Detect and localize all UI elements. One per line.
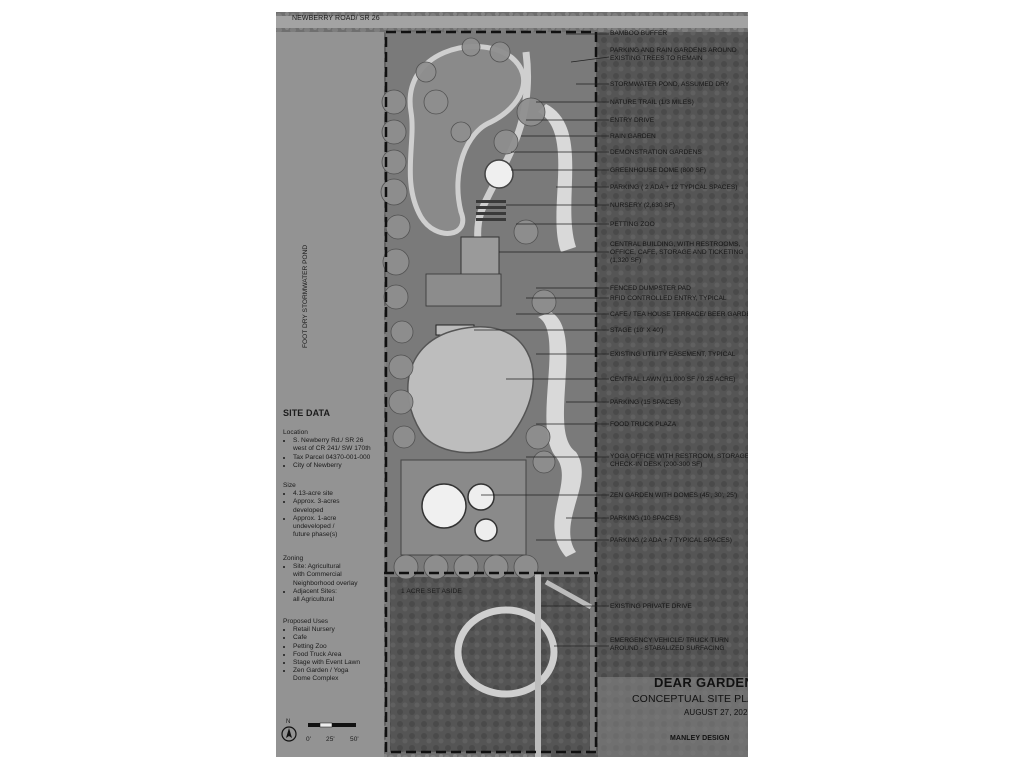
location-item: west of CR 241/ SW 170th — [293, 445, 371, 453]
callout-nature-trail: NATURE TRAIL (1/3 MILES) — [610, 99, 694, 106]
size-item: future phase(s) — [293, 531, 338, 539]
callout-turnaround: EMERGENCY VEHICLE/ TRUCK TURN AROUND - S… — [610, 637, 729, 652]
uses-item: Dome Complex — [293, 675, 339, 683]
scale-bar-white — [319, 722, 333, 728]
callout-food-truck-plaza: FOOD TRUCK PLAZA — [610, 421, 677, 428]
size-item: Approx. 1-acre — [293, 515, 340, 523]
callout-central-building: CENTRAL BUILDING, WITH RESTROOMS, OFFICE… — [610, 241, 744, 264]
uses-item: Food Truck Area — [293, 651, 360, 659]
callout-demonstration-gardens: DEMONSTRATION GARDENS — [610, 149, 702, 156]
scale-tick-0: 0' — [306, 736, 312, 743]
zen-dome-30 — [467, 483, 495, 511]
uses-item: Zen Garden / Yoga — [293, 667, 360, 675]
plan-date: AUGUST 27, 2021 — [684, 708, 748, 717]
north-arrow — [281, 726, 297, 742]
firm-name: MANLEY DESIGN — [670, 735, 730, 742]
callout-zen-garden: ZEN GARDEN WITH DOMES (45', 30', 25') — [610, 492, 738, 499]
callout-private-drive: EXISTING PRIVATE DRIVE — [610, 603, 692, 610]
road-label: NEWBERRY ROAD/ SR 26 — [292, 15, 380, 22]
zen-dome-25 — [474, 518, 498, 542]
site-data-location: Location S. Newberry Rd./ SR 26 west of … — [283, 429, 371, 470]
south-acre — [390, 577, 590, 752]
site-data-zoning: Zoning Site: Agricultural with Commercia… — [283, 555, 358, 604]
callout-cafe-terrace: CAFE / TEA HOUSE TERRACE/ BEER GARDEN — [610, 311, 748, 318]
callout-dumpster-pad: FENCED DUMPSTER PAD — [610, 285, 691, 292]
callout-stormwater-pond: STORMWATER POND, ASSUMED DRY — [610, 81, 730, 88]
zoning-item: with Commercial — [293, 571, 342, 579]
project-title: DEAR GARDEN — [654, 675, 748, 690]
location-item: Tax Parcel 04370-001-000 — [293, 454, 371, 462]
callout-bamboo-buffer: BAMBOO BUFFER — [610, 30, 668, 37]
callout-rain-garden: RAIN GARDEN — [610, 133, 656, 140]
zoning-item: all Agricultural — [293, 596, 335, 604]
leader-lines — [474, 33, 610, 647]
tree-canopy — [380, 37, 557, 580]
uses-item: Stage with Event Lawn — [293, 659, 360, 667]
callout-parking-ada: PARKING (2 ADA + 7 TYPICAL SPACES) — [610, 537, 732, 544]
callout-nursery: NURSERY (2,630 SF) — [610, 202, 675, 209]
size-item: 4.13-acre site — [293, 490, 340, 498]
greenhouse-dome — [484, 159, 514, 189]
site-plan-sheet: NEWBERRY ROAD/ SR 26 FOOT DRY STORMWATER… — [276, 12, 748, 757]
north-arrow-needle — [286, 728, 292, 738]
north-label: N — [286, 719, 291, 725]
size-item: undeveloped / — [293, 523, 335, 531]
stormwater-pond-label: FOOT DRY STORMWATER POND — [302, 244, 309, 348]
callout-parking-15: PARKING (15 SPACES) — [610, 399, 681, 406]
title-block-bg — [598, 677, 748, 757]
site-data-uses: Proposed Uses Retail Nursery Cafe Pettin… — [283, 618, 360, 684]
location-title: Location — [283, 429, 308, 436]
zoning-item: Adjacent Sites: — [293, 588, 358, 596]
plan-subtitle: CONCEPTUAL SITE PLAN — [632, 693, 748, 705]
private-drive-branch — [544, 579, 593, 610]
callout-parking-north: PARKING ( 2 ADA + 12 TYPICAL SPACES) — [610, 184, 738, 191]
uses-item: Retail Nursery — [293, 626, 360, 634]
site-data-heading: SITE DATA — [283, 408, 331, 418]
road — [276, 16, 748, 28]
zoning-title: Zoning — [283, 555, 304, 562]
size-item: Approx. 3-acres — [293, 498, 340, 506]
location-item: S. Newberry Rd./ SR 26 — [293, 437, 371, 445]
uses-item: Cafe — [293, 634, 360, 642]
scale-bar-black-2 — [332, 723, 356, 727]
zoning-item: Neighborhood overlay — [293, 579, 358, 587]
callout-central-lawn: CENTRAL LAWN (11,000 SF / 0.25 ACRE) — [610, 376, 736, 383]
location-item: City of Newberry — [293, 462, 371, 470]
callout-greenhouse-dome: GREENHOUSE DOME (800 SF) — [610, 167, 706, 174]
size-title: Size — [283, 482, 296, 489]
scale-tick-25: 25' — [326, 736, 335, 743]
site-plan-drawing — [276, 12, 748, 757]
acre-set-aside-label: 1 ACRE SET ASIDE — [401, 588, 462, 595]
scale-bar-black-1 — [308, 723, 320, 727]
scale-tick-50: 50' — [350, 736, 359, 743]
zoning-item: Site: Agricultural — [293, 563, 358, 571]
callout-rfid-entry: RFID CONTROLLED ENTRY, TYPICAL — [610, 295, 727, 302]
callout-yoga-office: YOGA OFFICE WITH RESTROOM, STORAGE, CHEC… — [610, 453, 748, 468]
callout-line: PARKING AND RAIN GARDENS AROUND EXISTING… — [610, 47, 737, 62]
parking-strip-south — [538, 312, 582, 557]
field-left — [276, 32, 384, 757]
uses-item: Petting Zoo — [293, 643, 360, 651]
zen-dome-45 — [421, 483, 467, 529]
callout-stage: STAGE (10' X 40') — [610, 327, 664, 334]
uses-title: Proposed Uses — [283, 618, 329, 625]
callout-parking-rain-gardens: PARKING AND RAIN GARDENS AROUND EXISTING… — [610, 47, 737, 63]
nursery — [476, 200, 506, 221]
size-item: developed — [293, 506, 324, 514]
cafe-terrace — [425, 273, 502, 307]
callout-parking-10: PARKING (10 SPACES) — [610, 515, 681, 522]
turnaround — [454, 606, 558, 698]
parking-strip-north — [538, 104, 576, 252]
callout-petting-zoo: PETTING ZOO — [610, 221, 655, 228]
site-boundary — [384, 30, 598, 754]
site-data-size: Size 4.13-acre site Approx. 3-acres deve… — [283, 482, 340, 539]
callout-utility-easement: EXISTING UTILITY EASEMENT, TYPICAL — [610, 351, 736, 358]
callout-entry-drive: ENTRY DRIVE — [610, 117, 655, 124]
